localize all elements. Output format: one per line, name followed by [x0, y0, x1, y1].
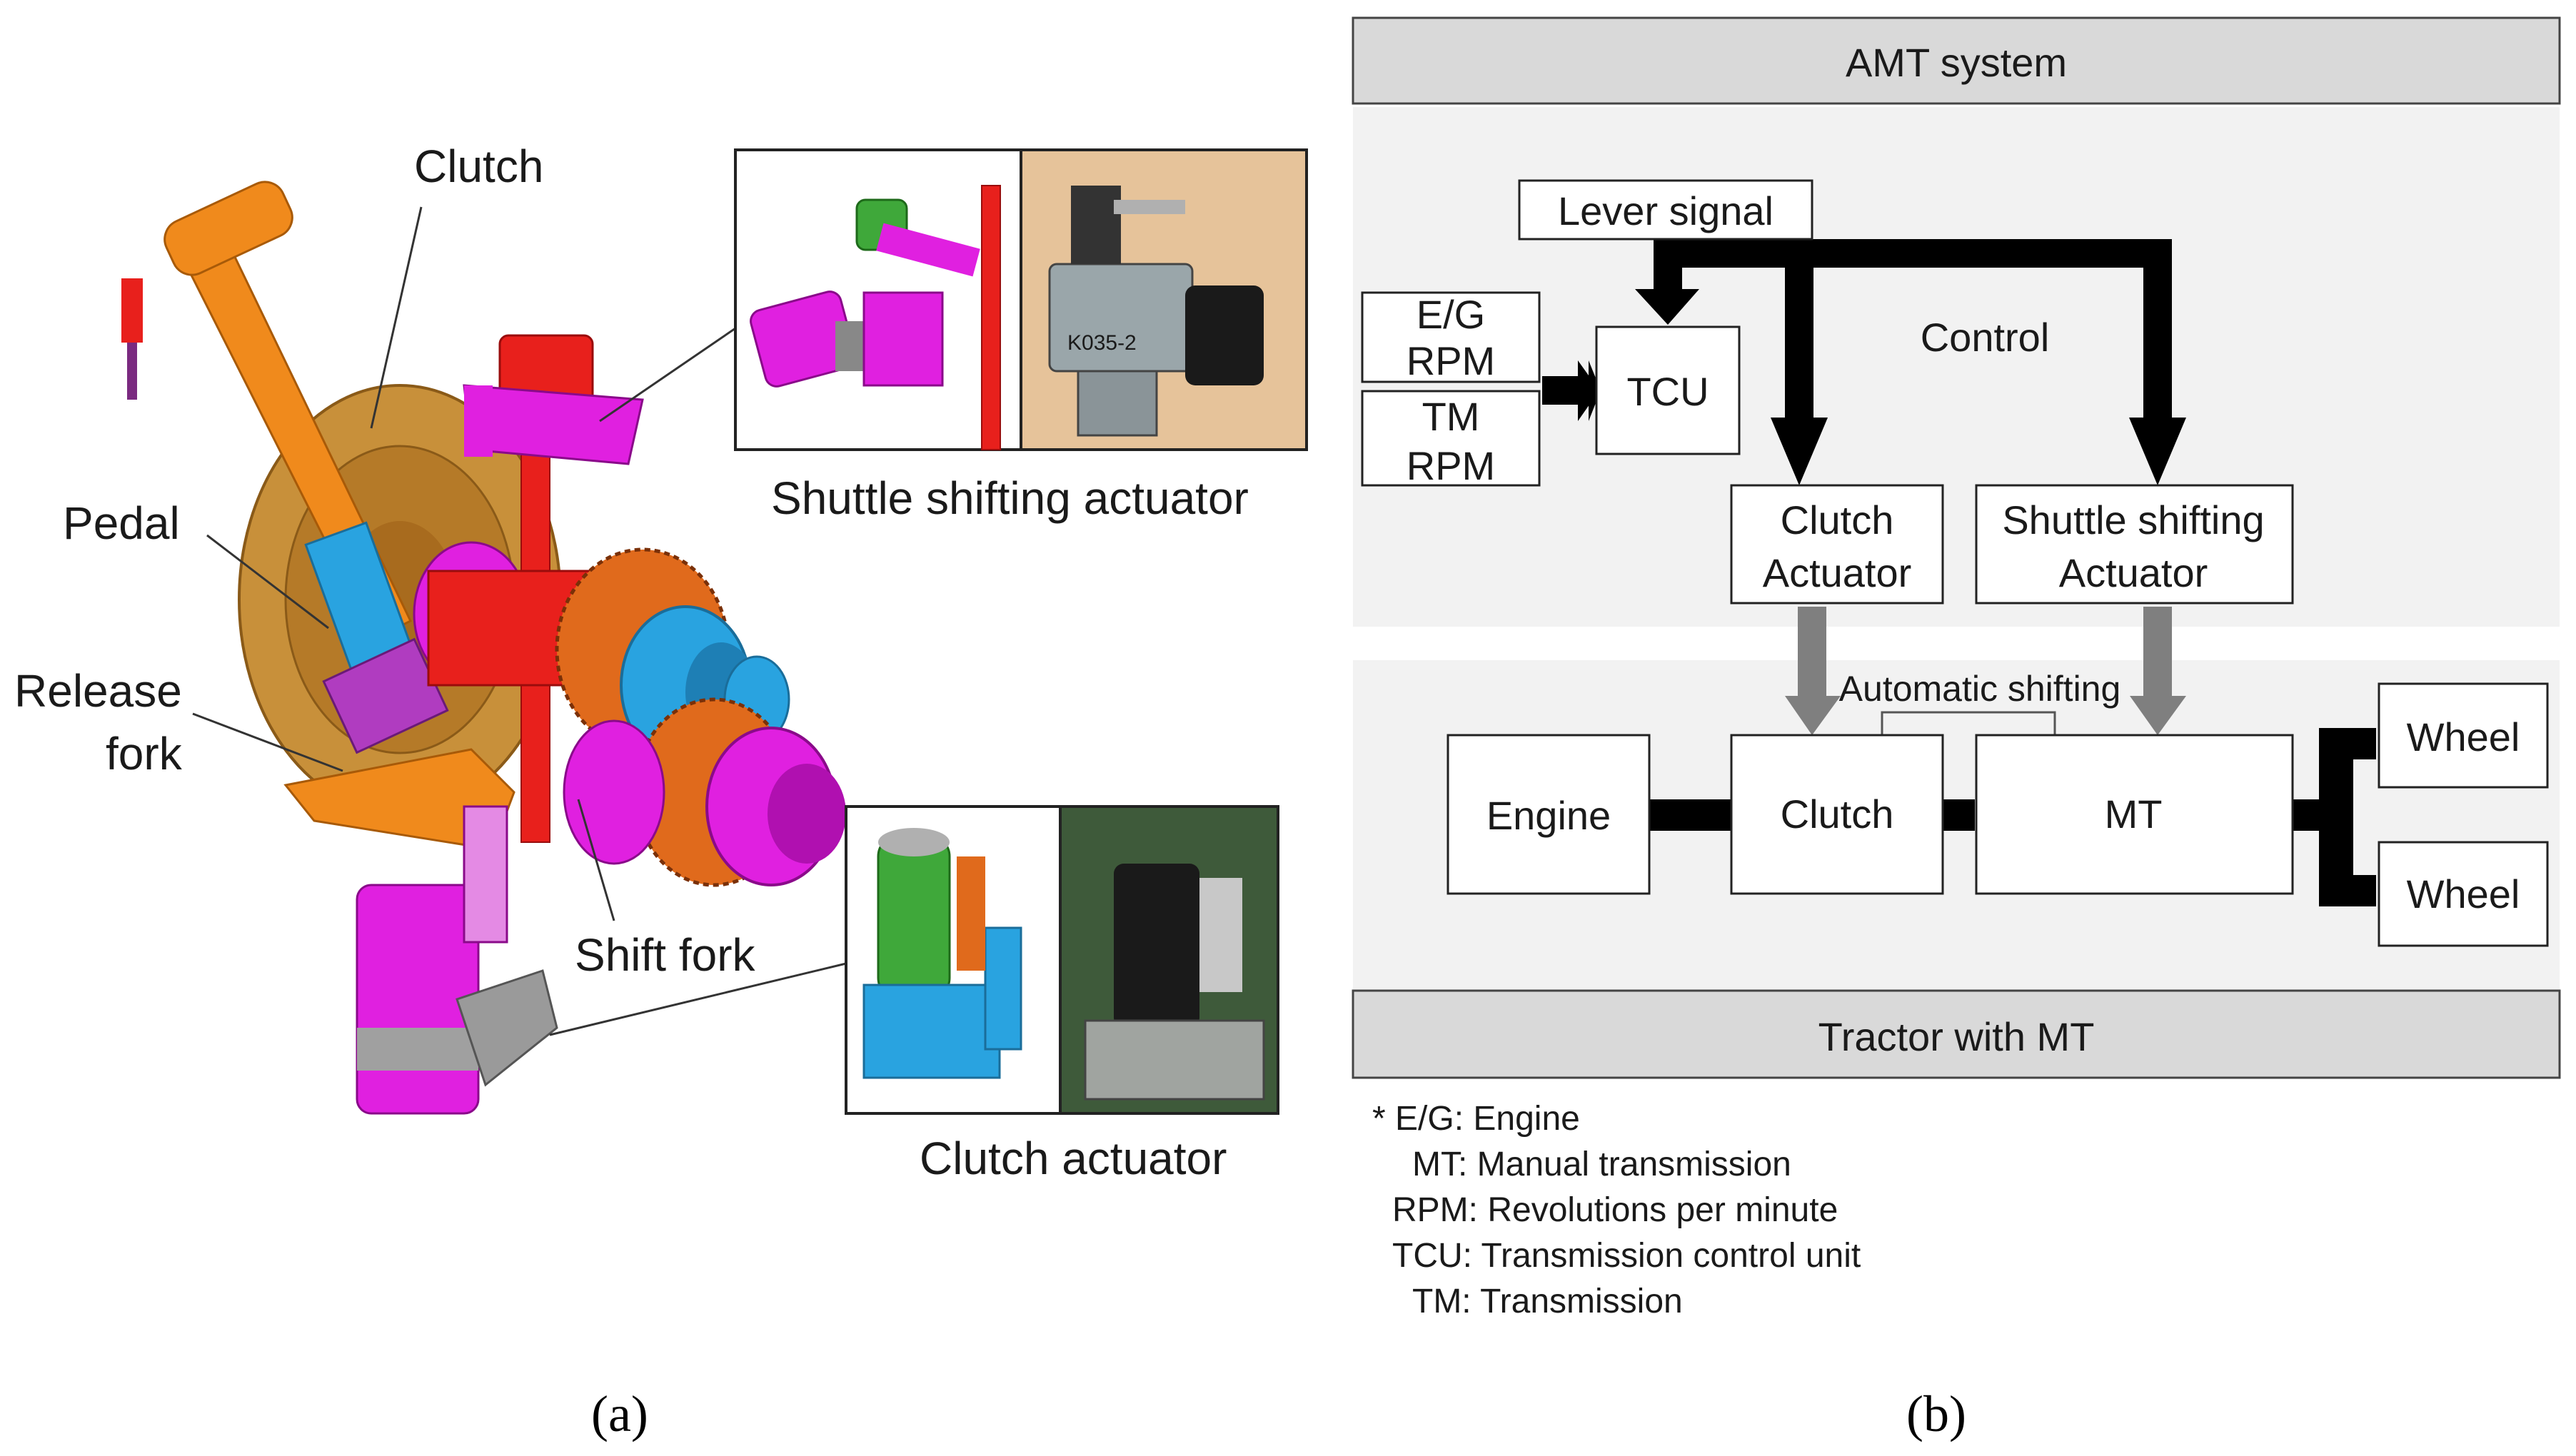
label-pedal: Pedal [63, 497, 180, 549]
photo-marking: K035-2 [1067, 331, 1137, 355]
caption-clutch-actuator: Clutch actuator [920, 1133, 1227, 1184]
panel-b-sublabel: (b) [1906, 1385, 1966, 1442]
svg-text:Lever signal: Lever signal [1558, 188, 1773, 233]
abbreviation-legend: * E/G: Engine MT: Manual transmission RP… [1372, 1100, 1861, 1320]
svg-text:TM: TM [1422, 394, 1480, 439]
legend-line: RPM: Revolutions per minute [1392, 1191, 1838, 1229]
svg-text:RPM: RPM [1407, 443, 1495, 488]
caption-shuttle-shifting-actuator: Shuttle shifting actuator [771, 472, 1249, 524]
svg-text:E/G: E/G [1417, 292, 1485, 337]
mt-box: MT [1975, 734, 2294, 895]
tm-rpm-box: TM RPM [1361, 390, 1541, 488]
svg-text:Clutch: Clutch [1781, 497, 1894, 542]
legend-line: MT: Manual transmission [1412, 1146, 1791, 1183]
clutch-actuator-box: Clutch Actuator [1730, 484, 1944, 605]
amt-system-title: AMT system [1846, 40, 2067, 85]
automatic-shifting-label: Automatic shifting [1839, 669, 2121, 709]
svg-text:MT: MT [2105, 792, 2163, 836]
svg-text:Shuttle shifting: Shuttle shifting [2002, 497, 2264, 542]
svg-text:Clutch: Clutch [1781, 792, 1894, 836]
gear-set [555, 547, 846, 887]
wheel-bottom-box: Wheel [2378, 841, 2549, 947]
tcu-box: TCU [1595, 325, 1741, 455]
label-release-fork-line1: Release [14, 665, 182, 717]
svg-text:Wheel: Wheel [2407, 871, 2520, 916]
amt-system-band [1352, 16, 2561, 105]
clutch-actuator-inset [845, 805, 1279, 1115]
wheel-top-box: Wheel [2378, 682, 2549, 789]
legend-line: TM: Transmission [1412, 1283, 1683, 1320]
label-clutch: Clutch [414, 141, 543, 192]
shuttle-actuator-box: Shuttle shifting Actuator [1975, 484, 2294, 605]
lever-signal-box: Lever signal [1518, 179, 1813, 241]
tractor-band [1352, 989, 2561, 1079]
tractor-title: Tractor with MT [1818, 1014, 2095, 1059]
svg-text:TCU: TCU [1626, 369, 1709, 414]
clutch-box: Clutch [1730, 734, 1944, 895]
control-label: Control [1921, 315, 2050, 360]
svg-text:Actuator: Actuator [2059, 550, 2208, 595]
panel-a-sublabel: (a) [591, 1385, 648, 1442]
svg-text:RPM: RPM [1407, 338, 1495, 383]
shuttle-actuator-inset: K035-2 [734, 148, 1308, 451]
legend-line: TCU: Transmission control unit [1392, 1237, 1861, 1275]
label-release-fork-line2: fork [106, 728, 183, 779]
engine-box: Engine [1447, 734, 1651, 895]
panel-a-cad-illustration [121, 181, 847, 1115]
label-shift-fork: Shift fork [575, 929, 756, 981]
svg-text:Engine: Engine [1486, 793, 1611, 838]
svg-text:Wheel: Wheel [2407, 714, 2520, 759]
legend-line: * E/G: Engine [1372, 1100, 1580, 1138]
eg-rpm-box: E/G RPM [1361, 291, 1541, 383]
svg-text:Actuator: Actuator [1763, 550, 1912, 595]
